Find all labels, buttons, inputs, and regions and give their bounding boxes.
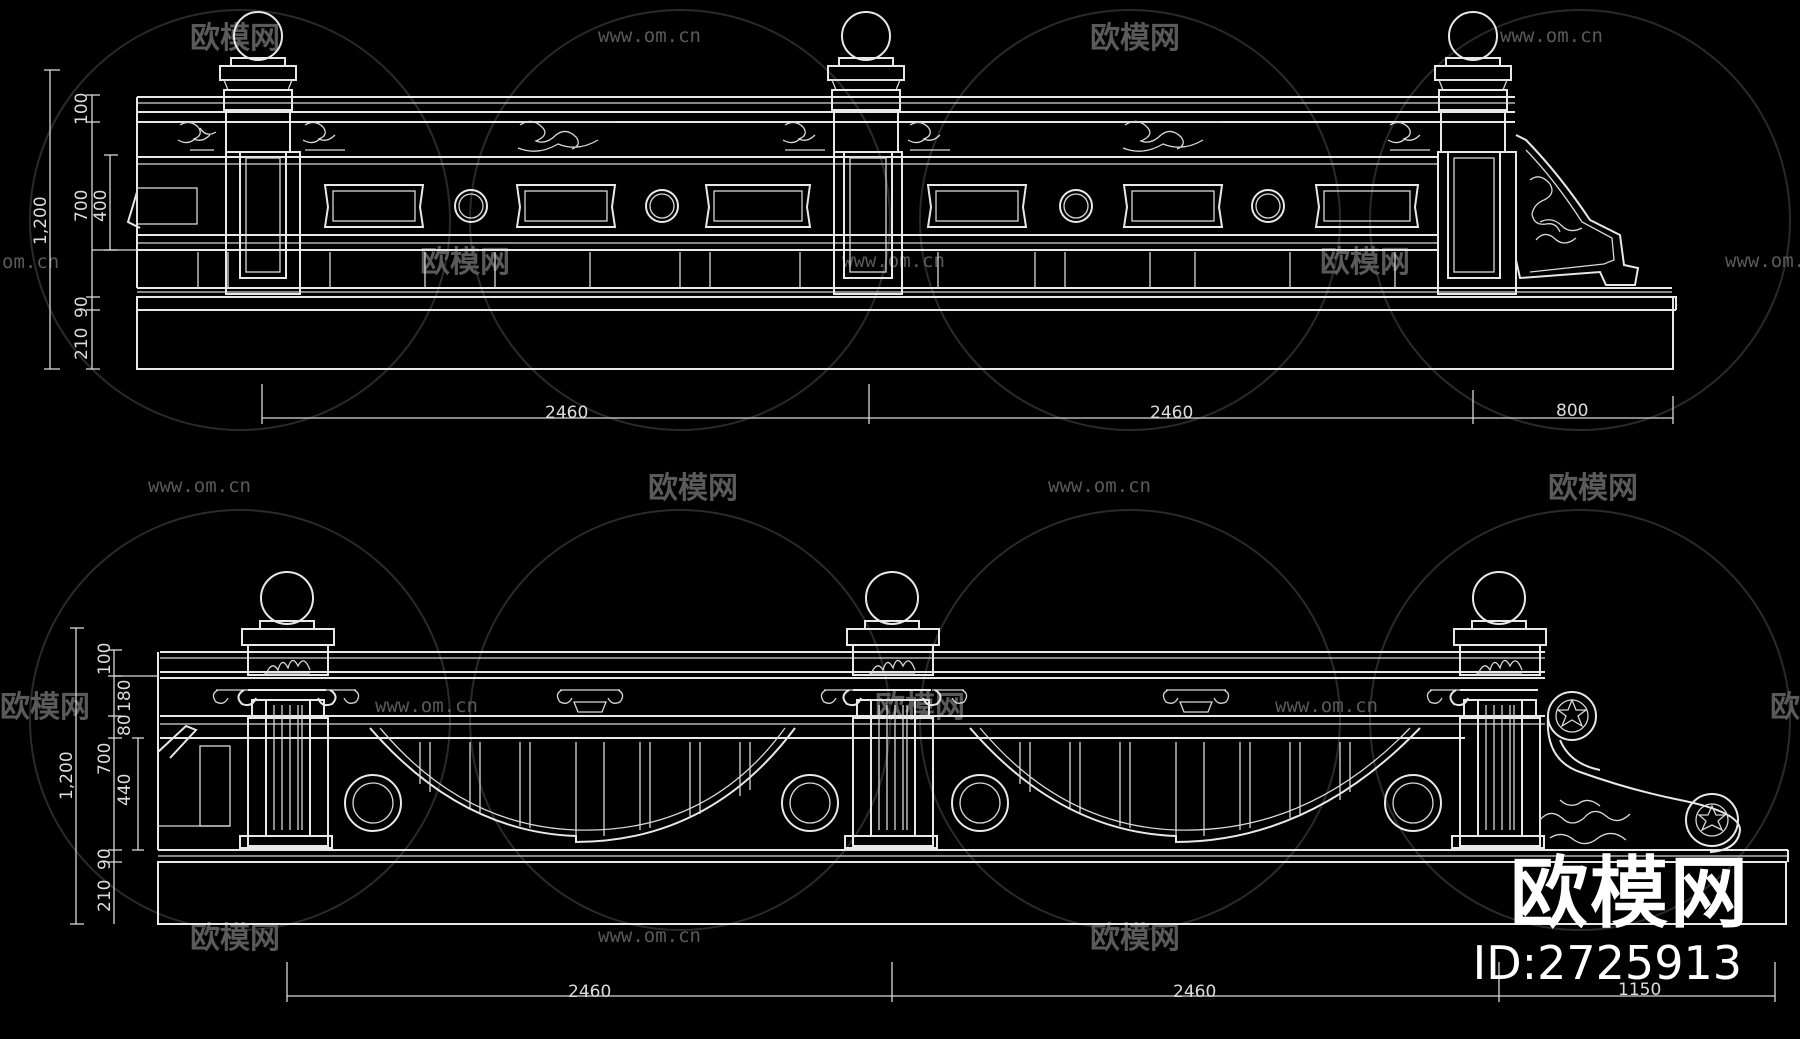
- watermark-url-partial: om.cn: [2, 251, 59, 273]
- watermark-url: www.om.cn: [598, 25, 701, 47]
- post-bottom-middle: [842, 571, 942, 849]
- bottom-railing-elevation: 1,200 100 180 80 700 440 210 90 2460 246…: [57, 571, 1789, 1002]
- dim-label: 2460: [1173, 982, 1216, 1002]
- post-bottom-right: [1449, 571, 1547, 849]
- ring-ornaments: [344, 774, 1442, 832]
- model-id-label: ID:2725913: [1472, 936, 1742, 990]
- scroll-end-bottom: [1539, 691, 1742, 853]
- scroll-end-top: [1515, 134, 1640, 286]
- dim-label: 2460: [568, 982, 611, 1002]
- post-right: [1434, 11, 1517, 295]
- baluster-lines: [197, 252, 1396, 288]
- post-bottom-left: [237, 571, 337, 849]
- watermark-url: www.om.cn: [1725, 250, 1800, 272]
- rosette-circles: [454, 189, 1285, 223]
- watermark-brand: 欧模网: [1090, 21, 1180, 56]
- dim-label: 700: [72, 190, 92, 222]
- dim-label: 1,200: [57, 751, 77, 800]
- watermark-brand: 欧模网: [1548, 471, 1638, 506]
- post-middle: [827, 11, 905, 295]
- watermark-brand: 欧模网: [875, 690, 965, 725]
- dim-label: 80: [115, 714, 135, 736]
- top-dim-horizontal: [261, 384, 1674, 424]
- dim-label: 440: [115, 774, 135, 806]
- bottom-dim-horizontal: [286, 962, 1776, 1002]
- bottom-dim-vertical: [70, 627, 158, 925]
- brand-logo-text: 欧模网: [1509, 849, 1750, 939]
- watermark-brand: 欧模网: [1770, 690, 1800, 725]
- watermark-url: www.om.cn: [1275, 695, 1378, 717]
- dim-label: 90: [72, 296, 92, 318]
- dim-label: 1150: [1618, 980, 1661, 1000]
- dim-label: 800: [1556, 401, 1588, 421]
- panel-frames: [323, 184, 1420, 228]
- dim-label: 100: [72, 93, 92, 125]
- top-railing-elevation: 1,200 100 700 400 210 90 2460 2460 800: [31, 11, 1677, 424]
- dim-label: 2460: [545, 403, 588, 423]
- ionic-capitals: [212, 689, 1462, 713]
- post-left: [219, 11, 301, 295]
- watermark-url: www.om.cn: [148, 475, 251, 497]
- watermark-brand: 欧模网: [648, 471, 738, 506]
- watermark-url: www.om.cn: [598, 925, 701, 947]
- watermark-brand: 欧模网: [190, 921, 280, 956]
- dim-label: 2460: [1150, 403, 1193, 423]
- dim-label: 210: [95, 880, 115, 912]
- watermark-url: www.om.cn: [1048, 475, 1151, 497]
- dim-label: 1,200: [31, 196, 51, 245]
- watermark-url: www.om.cn: [375, 695, 478, 717]
- frieze-ornaments: [177, 120, 1430, 152]
- watermark-url: www.om.cn: [842, 250, 945, 272]
- dim-label: 210: [72, 328, 92, 360]
- dim-label: 700: [95, 743, 115, 775]
- dim-label: 180: [115, 680, 135, 712]
- watermark-url: www.om.cn: [1500, 25, 1603, 47]
- top-dim-vertical: [44, 69, 137, 370]
- watermark-brand: 欧模网: [0, 690, 90, 725]
- watermarks: 欧模网 www.om.cn 欧模网 www.om.cn om.cn 欧模网 ww…: [0, 21, 1800, 956]
- dim-label: 90: [95, 848, 115, 870]
- balusters-bottom: [419, 742, 1351, 830]
- dim-label: 400: [91, 190, 111, 222]
- watermark-brand: 欧模网: [1090, 921, 1180, 956]
- watermark-circles: [29, 9, 1791, 931]
- dim-label: 100: [95, 643, 115, 675]
